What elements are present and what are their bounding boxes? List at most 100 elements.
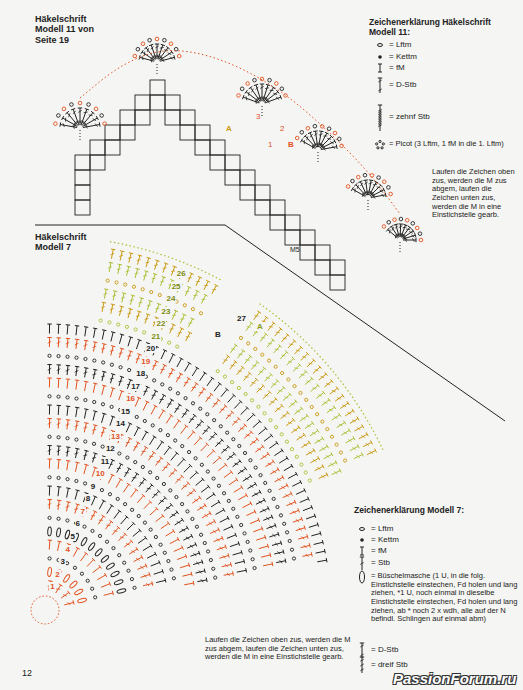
treble-stitch (231, 365, 235, 367)
treble-stitch (318, 395, 322, 397)
treble-stitch (196, 562, 199, 565)
chain-stitch (130, 578, 133, 581)
treble-stitch (294, 408, 301, 414)
treble-stitch (175, 520, 183, 525)
treble-stitch (308, 441, 310, 445)
chain-stitch (183, 304, 186, 307)
treble-stitch (254, 510, 256, 514)
treble-stitch (136, 358, 140, 360)
treble-stitch (231, 411, 234, 414)
treble-stitch (109, 262, 113, 264)
treble-stitch (155, 507, 158, 510)
treble-stitch (261, 454, 269, 459)
treble-stitch (296, 528, 305, 531)
treble-stitch (213, 458, 220, 464)
fan-stitch (260, 86, 263, 88)
treble-stitch (75, 407, 79, 409)
treble-stitch (76, 326, 77, 335)
treble-stitch (131, 295, 135, 296)
sc-symbol (360, 555, 364, 556)
picot (399, 217, 403, 221)
legend-symbol (376, 140, 385, 149)
chain-stitch (75, 438, 78, 441)
treble-stitch (66, 419, 70, 421)
picot (148, 38, 152, 42)
chain-stitch (66, 355, 69, 358)
treble-stitch (247, 326, 251, 327)
treble-stitch (300, 407, 303, 410)
treble-stitch (272, 460, 274, 464)
chain-stitch (137, 514, 140, 517)
treble-stitch (277, 478, 280, 480)
note: Laufen die Zeichen oben zus, werden die … (432, 168, 518, 220)
treble-stitch (314, 514, 315, 518)
legend-text: = fM (389, 63, 405, 72)
chain-stitch (57, 355, 60, 358)
treble-stitch (320, 531, 321, 535)
treble-stitch (272, 384, 276, 385)
treble-stitch (209, 434, 216, 441)
picot (382, 225, 386, 229)
fan-stitch (395, 226, 398, 229)
treble-stitch (154, 571, 163, 574)
fan-stitch (308, 132, 312, 134)
treble-stitch (185, 554, 187, 558)
picot (94, 107, 98, 111)
treble-stitch (293, 339, 296, 342)
treble-stitch (138, 538, 146, 544)
treble-stitch (181, 483, 188, 489)
chain-stitch (84, 440, 87, 443)
treble-stitch (231, 524, 233, 528)
treble-stitch (125, 472, 129, 473)
chain-stitch (184, 397, 187, 400)
treble-stitch (58, 324, 59, 333)
treble-stitch (152, 491, 159, 498)
legend-entry: = D-Stb (389, 80, 416, 89)
treble-stitch (268, 343, 272, 345)
fan-stitch (59, 122, 61, 126)
row-number: 11 (100, 457, 110, 466)
treble-stitch (84, 345, 88, 346)
treble-stitch (318, 456, 320, 460)
treble-stitch (296, 435, 304, 440)
treble-stitch (58, 446, 60, 455)
treble-stitch (200, 373, 205, 381)
treble-stitch (159, 395, 164, 403)
treble-stitch (110, 417, 113, 426)
chain-stitch (159, 543, 162, 546)
model7-chart (31, 242, 384, 624)
treble-stitch (130, 299, 134, 301)
treble-stitch (332, 471, 341, 475)
treble-stitch (326, 473, 328, 477)
treble-stitch (75, 420, 79, 422)
grid-square (195, 140, 210, 155)
treble-stitch (315, 370, 319, 371)
treble-stitch (188, 319, 192, 327)
fan-stitch (332, 146, 335, 149)
treble-stitch (92, 558, 95, 561)
treble-stitch (137, 255, 139, 264)
treble-stitch (84, 409, 86, 418)
picot (327, 127, 331, 131)
treble-stitch (279, 327, 282, 330)
treble-stitch (317, 560, 326, 562)
treble-stitch (66, 451, 70, 452)
treble-stitch (266, 517, 269, 519)
legend-text: = D-Stb (371, 645, 398, 654)
treble-stitch (93, 453, 97, 454)
treble-stitch (76, 547, 80, 549)
treble-stitch (268, 506, 270, 510)
grid-square (270, 215, 285, 230)
treble-stitch (228, 553, 229, 557)
fan-stitch (91, 111, 94, 114)
treble-stitch (93, 496, 97, 498)
treble-stitch (182, 529, 185, 531)
treble-stitch (300, 416, 308, 422)
treble-stitch (291, 404, 295, 405)
treble-stitch (113, 290, 117, 292)
treble-stitch (167, 462, 170, 465)
cluster-stitch (63, 574, 71, 583)
chain-stitch (65, 562, 68, 565)
treble-stitch (234, 421, 238, 422)
chain-stitch (275, 426, 278, 429)
